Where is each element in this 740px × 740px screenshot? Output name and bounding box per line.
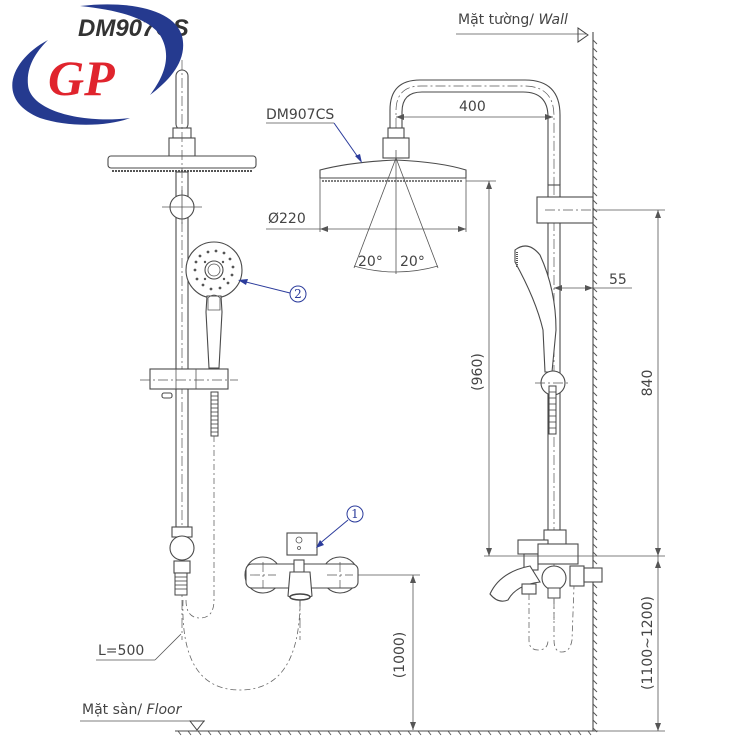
wall-label-italic: Wall [538,12,568,28]
mixer-height-label: (1100~1200) [640,596,656,690]
front-diverter [169,535,195,561]
front-hose-loop [182,599,301,691]
front-diverter-hose [174,572,188,596]
front-slide-holder [149,368,229,390]
spout-height-label: (1000) [392,632,408,679]
rail-height-label: 840 [640,370,656,397]
callout-2-number: 2 [294,287,302,301]
head-height-label: (960) [470,353,486,391]
side-hand-shower [514,245,557,373]
hose-length-annotation: L=500 [96,633,182,661]
side-view: 20° 20° Ø220 DM907CS 400 [266,79,665,732]
side-mixer [489,529,603,653]
svg-text:Mặt sàn/ Floor: Mặt sàn/ Floor [82,702,183,718]
hose-length-label: L=500 [98,643,144,659]
logo-letters: GP [48,50,115,106]
svg-text:Mặt tường/ Wall: Mặt tường/ Wall [458,12,568,28]
front-hose-ribbed [210,391,219,437]
front-hose-path [185,436,215,619]
side-arm-inner [401,91,549,185]
callout-2: 2 [238,279,307,303]
spout-height-dimension: (1000) [358,574,420,730]
floor-label-prefix: Mặt sàn/ [82,702,147,718]
side-arm-outer [389,79,561,185]
front-view: 2 1 L=500 (1000) [96,60,420,730]
angle-right-label: 20° [400,254,425,270]
callout-1: 1 [316,505,364,548]
front-mixer [244,532,359,640]
angle-left-label: 20° [358,254,383,270]
front-hand-shower [185,241,243,369]
arm-length-label: 400 [459,99,486,115]
callout-1-number: 1 [351,507,359,521]
floor-line: Mặt sàn/ Floor [80,702,598,736]
wall-label-prefix: Mặt tường/ [458,12,538,28]
head-diameter-label: Ø220 [268,211,306,227]
wall-offset-label: 55 [609,272,627,288]
side-overhead-shower-head [319,159,467,179]
head-model-label: DM907CS [266,107,334,123]
brand-logo: DM907CS GP [12,4,189,125]
head-model-callout: DM907CS [266,107,362,163]
logo-ring-right [80,4,184,95]
floor-label-italic: Floor [147,702,183,718]
